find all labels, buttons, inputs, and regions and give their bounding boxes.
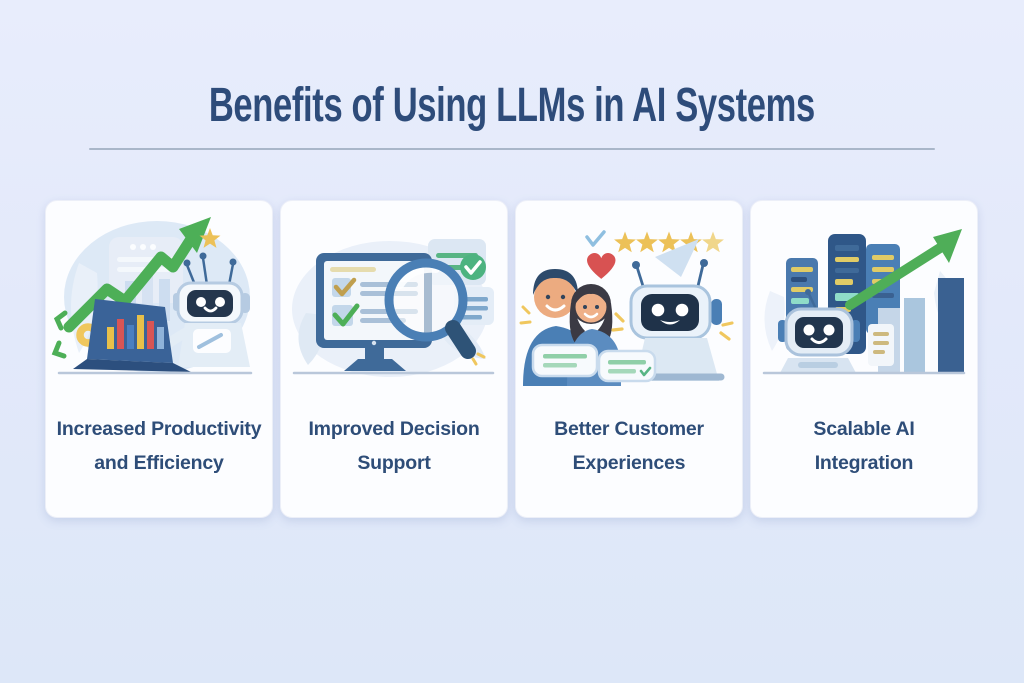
- check-icon: [585, 230, 606, 247]
- chat-bubble: [531, 343, 599, 378]
- card-increased-productivity: Increased Productivity and Efficiency: [45, 200, 273, 518]
- decision-support-illustration: [292, 239, 495, 377]
- caption-line: Scalable AI: [813, 418, 915, 440]
- chatbot-robot-icon: [611, 239, 734, 381]
- caption-line: Experiences: [572, 452, 686, 474]
- check-badge-icon: [460, 254, 486, 280]
- robot-icon: [156, 252, 250, 367]
- card-better-customer-experiences: Better Customer Experiences: [515, 200, 743, 518]
- title-divider: [89, 148, 935, 150]
- customer-experience-illustration: [519, 230, 734, 386]
- chat-bubble: [597, 349, 657, 383]
- laptop-icon: [73, 299, 191, 372]
- page-title-text: Benefits of Using LLMs in AI Systems: [208, 79, 816, 132]
- card-caption: Scalable AI Integration: [813, 412, 914, 480]
- caption-line: Increased Productivity: [56, 418, 262, 440]
- robot-icon: [778, 289, 860, 373]
- caption-line: Integration: [814, 452, 914, 474]
- cards-row: Increased Productivity and Efficiency: [45, 200, 978, 518]
- scalable-integration-illustration: [762, 229, 966, 375]
- heart-icon: [587, 252, 616, 279]
- card-caption: Improved Decision Support: [308, 412, 479, 480]
- card-illustration: [751, 201, 977, 386]
- productivity-illustration: [51, 217, 253, 375]
- growth-arrow-icon: [845, 229, 962, 310]
- card-illustration: [516, 201, 742, 386]
- page-title: Benefits of Using LLMs in AI Systems: [0, 82, 1024, 130]
- sparkle-decoration: [519, 305, 532, 325]
- card-illustration: [281, 201, 507, 386]
- card-caption: Increased Productivity and Efficiency: [57, 412, 262, 480]
- server-panel: [868, 324, 894, 366]
- card-illustration: [46, 201, 272, 386]
- card-improved-decision-support: Improved Decision Support: [280, 200, 508, 518]
- rating-stars-icon: [614, 231, 724, 253]
- growth-arrow-icon: [63, 217, 211, 333]
- card-scalable-ai-integration: Scalable AI Integration: [750, 200, 978, 518]
- card-caption: Better Customer Experiences: [554, 412, 704, 480]
- star-icon: [199, 228, 221, 248]
- magnifier-icon: [384, 258, 486, 366]
- caption-line: Improved Decision: [308, 418, 480, 440]
- green-accent-decoration: [51, 340, 67, 359]
- green-accent-decoration: [53, 310, 68, 331]
- caption-line: Support: [357, 452, 431, 474]
- caption-line: Better Customer: [554, 418, 704, 440]
- header: Benefits of Using LLMs in AI Systems: [0, 0, 1024, 150]
- caption-line: and Efficiency: [94, 452, 224, 474]
